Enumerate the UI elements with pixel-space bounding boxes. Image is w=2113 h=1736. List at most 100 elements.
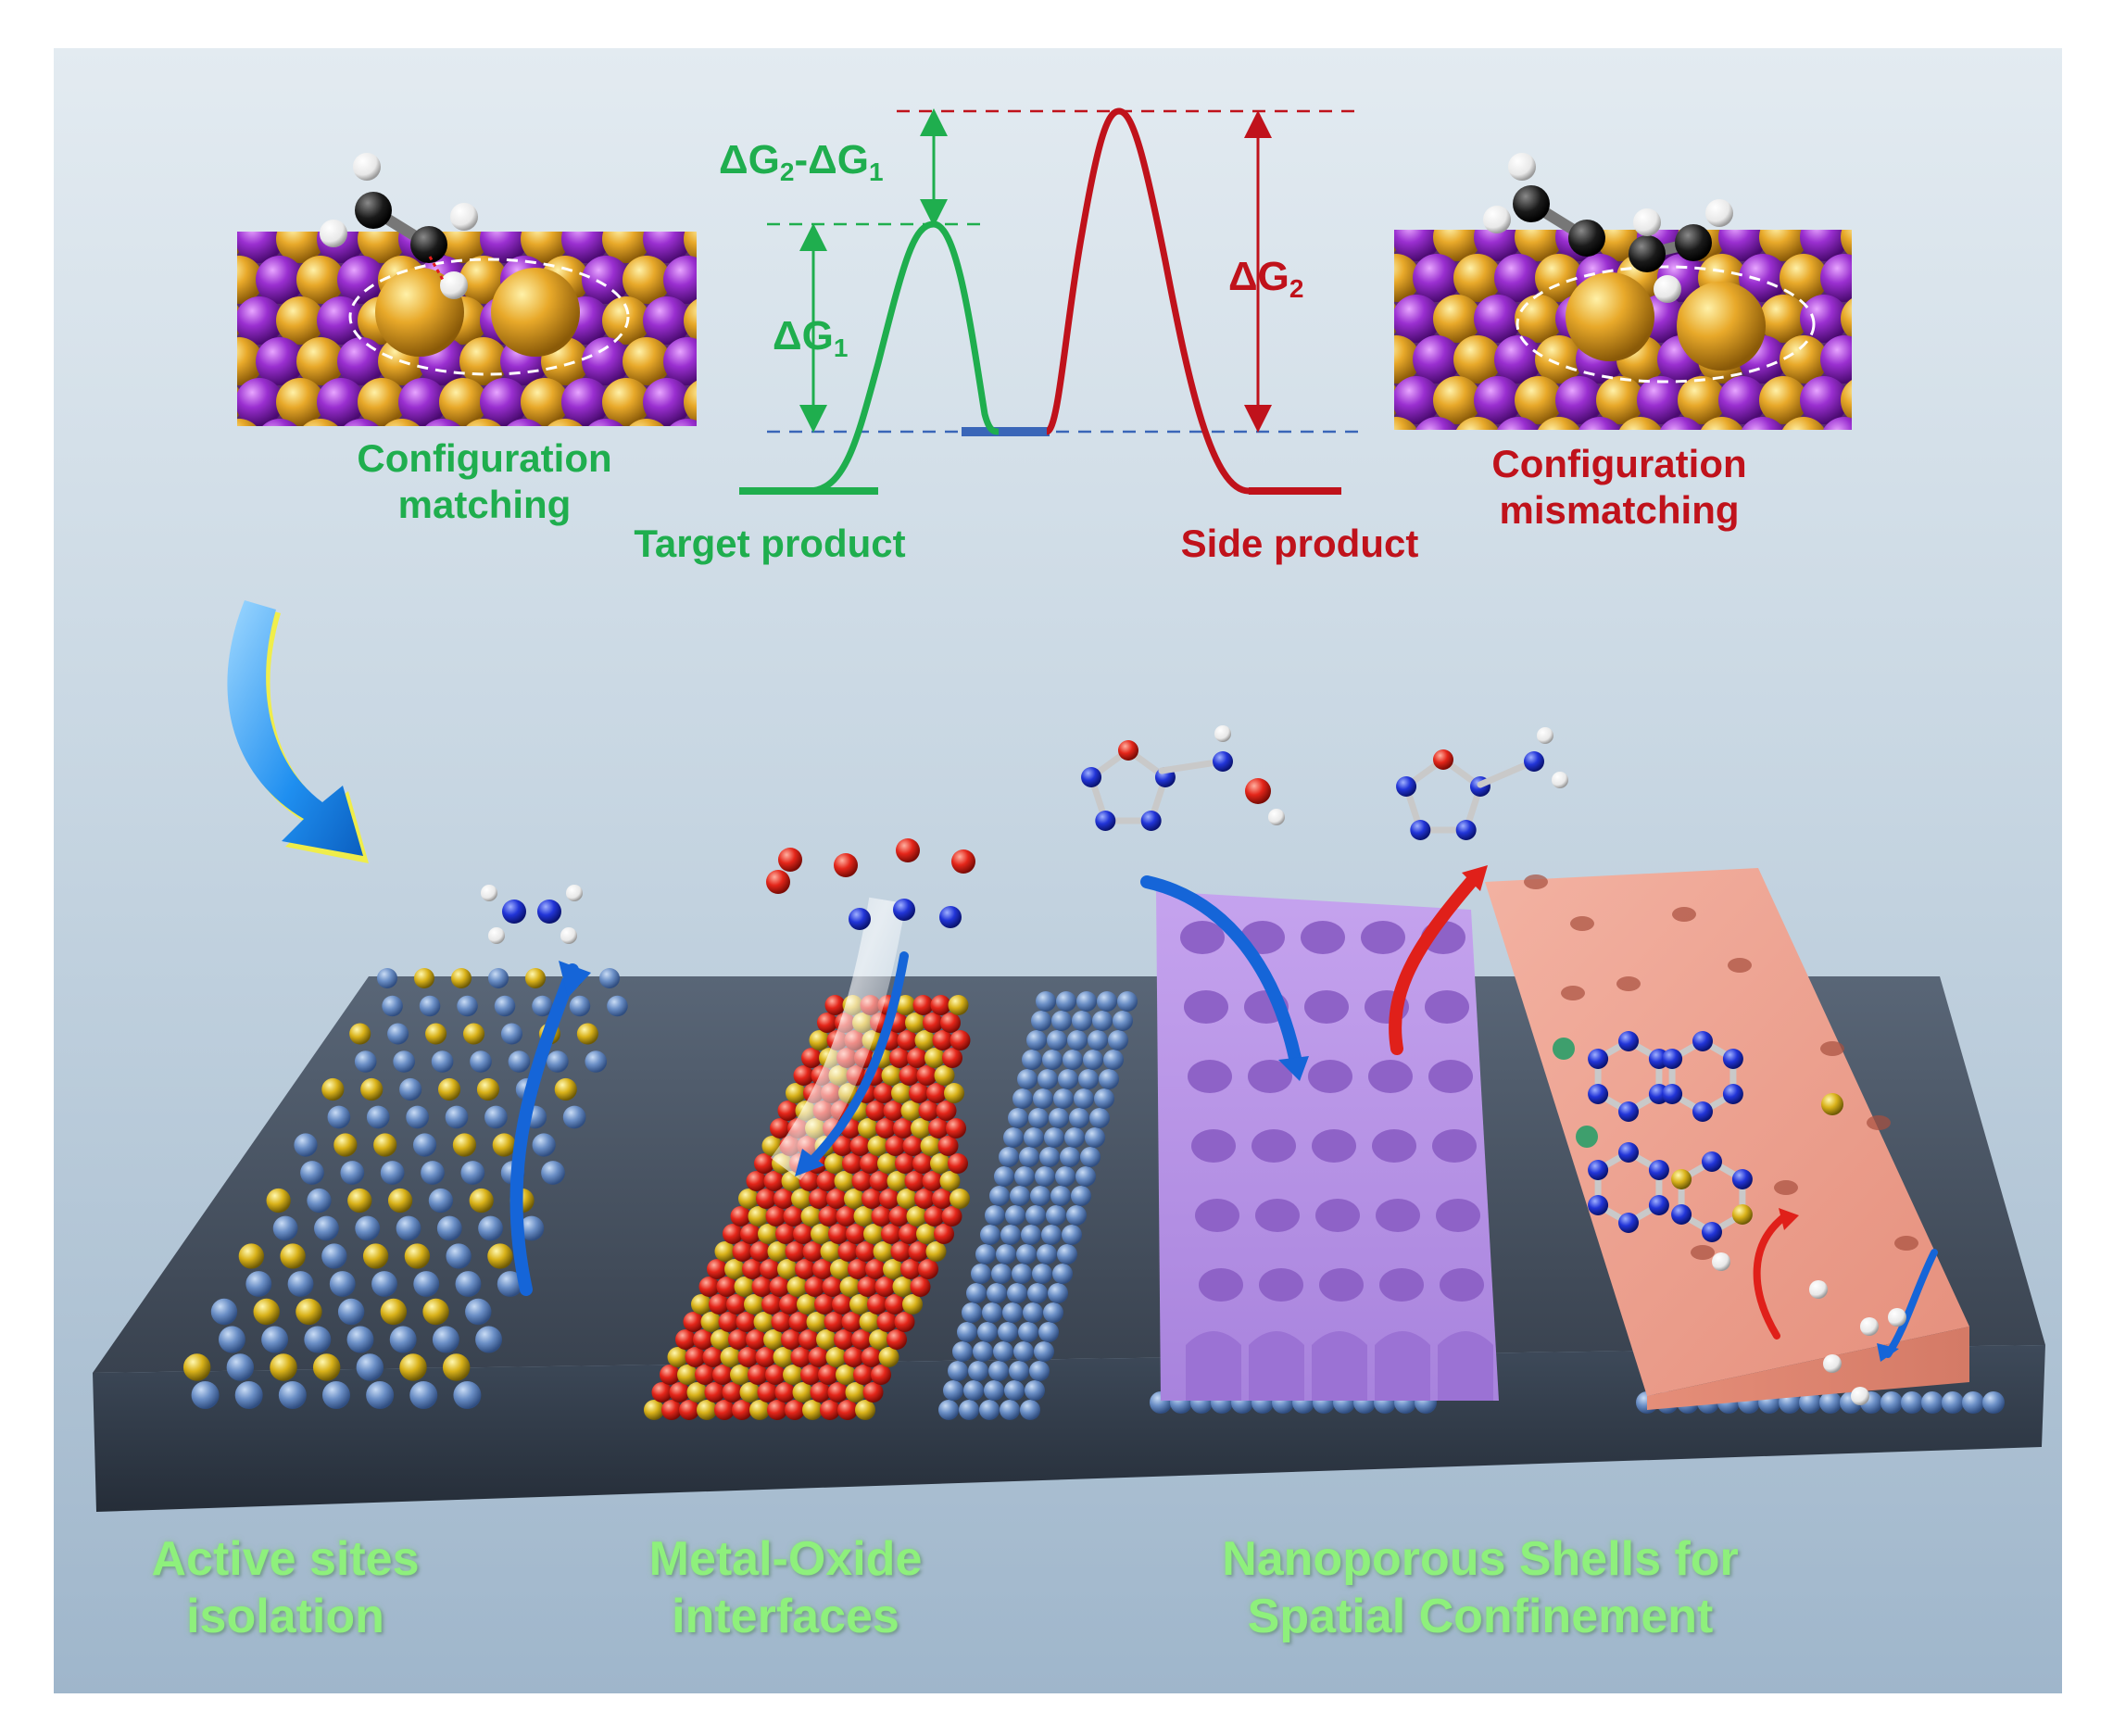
- metal-atom: [858, 1118, 878, 1138]
- support-atom: [985, 1205, 1005, 1226]
- gold-atom: [358, 232, 406, 263]
- support-atom: [1000, 1400, 1020, 1420]
- oxygen-atom: [926, 1083, 947, 1103]
- support-atom: [455, 1271, 482, 1297]
- support-atom: [1089, 1108, 1110, 1128]
- support-atom: [409, 1381, 438, 1409]
- support-atom: [1052, 1264, 1073, 1284]
- gold-atom: [459, 256, 508, 304]
- ethylene-molecule-matching: [320, 153, 478, 299]
- support-atom: [278, 1381, 307, 1409]
- metal-atom: [744, 1294, 764, 1315]
- support-atom: [1060, 1147, 1080, 1167]
- support-atom: [210, 1298, 238, 1326]
- gold-atom: [276, 378, 324, 426]
- gold-site: [380, 1298, 408, 1326]
- figure-panel: Configuration matching Configuration mis…: [54, 48, 2062, 1693]
- hydrogen-atom: [1860, 1317, 1879, 1336]
- support-atom: [327, 1105, 351, 1129]
- purple-atom: [237, 232, 283, 263]
- support-atom: [962, 1302, 982, 1323]
- support-atom: [585, 1050, 608, 1073]
- support-atom: [431, 1050, 454, 1073]
- oxygen-atom: [746, 1329, 766, 1350]
- support-atom: [393, 1050, 415, 1073]
- illustration-canvas: [93, 107, 2045, 1512]
- oxygen-atom: [812, 1259, 833, 1279]
- oxygen-atom: [918, 1259, 938, 1279]
- oxygen-atom: [887, 1329, 907, 1350]
- gold-atom: [1455, 417, 1500, 430]
- nanoporous-line1: Nanoporous Shells for: [1222, 1532, 1739, 1586]
- support-atom: [234, 1381, 263, 1409]
- support-atom: [599, 968, 620, 988]
- oxygen-atom: [769, 1277, 790, 1297]
- support-atom: [366, 1105, 390, 1129]
- support-atom: [470, 1050, 492, 1073]
- flow-arrowhead: [795, 1149, 824, 1176]
- channel: [1249, 1331, 1304, 1401]
- support-atom: [355, 1215, 381, 1241]
- nitrogen-atom: [1213, 751, 1233, 772]
- support-atom: [500, 1023, 523, 1045]
- ethylene-molecule-mismatching: [1483, 153, 1733, 303]
- binding-ellipse: [1516, 265, 1816, 384]
- gold-atom: [521, 378, 569, 426]
- support-atom: [304, 1326, 332, 1353]
- configuration-mismatching-label: Configuration mismatching: [1425, 441, 1814, 535]
- support-atom: [432, 1326, 459, 1353]
- support-atom: [446, 1243, 472, 1269]
- gold-site: [576, 1023, 598, 1045]
- hydrogen-atom: [1851, 1387, 1869, 1405]
- metal-atom: [724, 1259, 745, 1279]
- support-atom: [1819, 1391, 1842, 1414]
- gold-site: [404, 1243, 431, 1269]
- gold-atom: [439, 232, 487, 263]
- metal-atom: [786, 1083, 806, 1103]
- metal-atom: [887, 1171, 908, 1191]
- oxygen-atom: [832, 1136, 853, 1156]
- support-atom: [1117, 991, 1138, 1012]
- gold-site: [253, 1298, 280, 1326]
- gold-site: [266, 1188, 291, 1214]
- support-atom: [562, 1105, 586, 1129]
- pore: [1259, 1268, 1303, 1302]
- gold-atom: [1781, 417, 1826, 430]
- support-atom: [1009, 1361, 1029, 1381]
- oxygen-atom: [760, 1259, 780, 1279]
- support-atom: [1921, 1391, 1943, 1414]
- pore: [1432, 1129, 1477, 1163]
- hydrogen-atom: [566, 885, 583, 901]
- oxygen-atom: [836, 1206, 857, 1227]
- metal-atom: [773, 1347, 794, 1367]
- channel: [1312, 1331, 1367, 1401]
- gold-site: [360, 1077, 384, 1101]
- support-atom: [1025, 1380, 1045, 1401]
- oxygen-atom: [814, 1294, 835, 1315]
- molecule-hydrazine-top: [481, 885, 583, 944]
- support-atom: [419, 995, 441, 1017]
- oxygen-atom: [795, 1259, 815, 1279]
- purple-atom: [1494, 254, 1542, 302]
- oxygen-atom: [932, 1189, 952, 1209]
- gold-atom: [276, 232, 324, 263]
- metal-atom: [836, 1365, 856, 1385]
- oxygen-atom: [651, 1382, 673, 1403]
- oxygen-atom: [907, 1048, 927, 1068]
- side-product-label: Side product: [1180, 522, 1419, 565]
- gold-atom: [1759, 295, 1807, 343]
- oxygen-atom: [774, 1382, 796, 1403]
- oxygen-atom: [695, 1365, 715, 1385]
- support-atom: [998, 1322, 1018, 1342]
- oxygen-atom: [940, 1013, 961, 1033]
- gold-atom: [1394, 384, 1400, 416]
- oxygen-atom: [908, 1241, 929, 1262]
- support-atom: [987, 1283, 1007, 1303]
- oxygen-atom: [693, 1329, 713, 1350]
- oxygen-atom: [946, 1118, 966, 1138]
- oxygen-atom: [834, 853, 858, 877]
- pore: [1195, 1199, 1239, 1232]
- oxygen-atom: [793, 1065, 814, 1086]
- support-atom: [226, 1353, 255, 1381]
- support-atom: [1080, 1147, 1101, 1167]
